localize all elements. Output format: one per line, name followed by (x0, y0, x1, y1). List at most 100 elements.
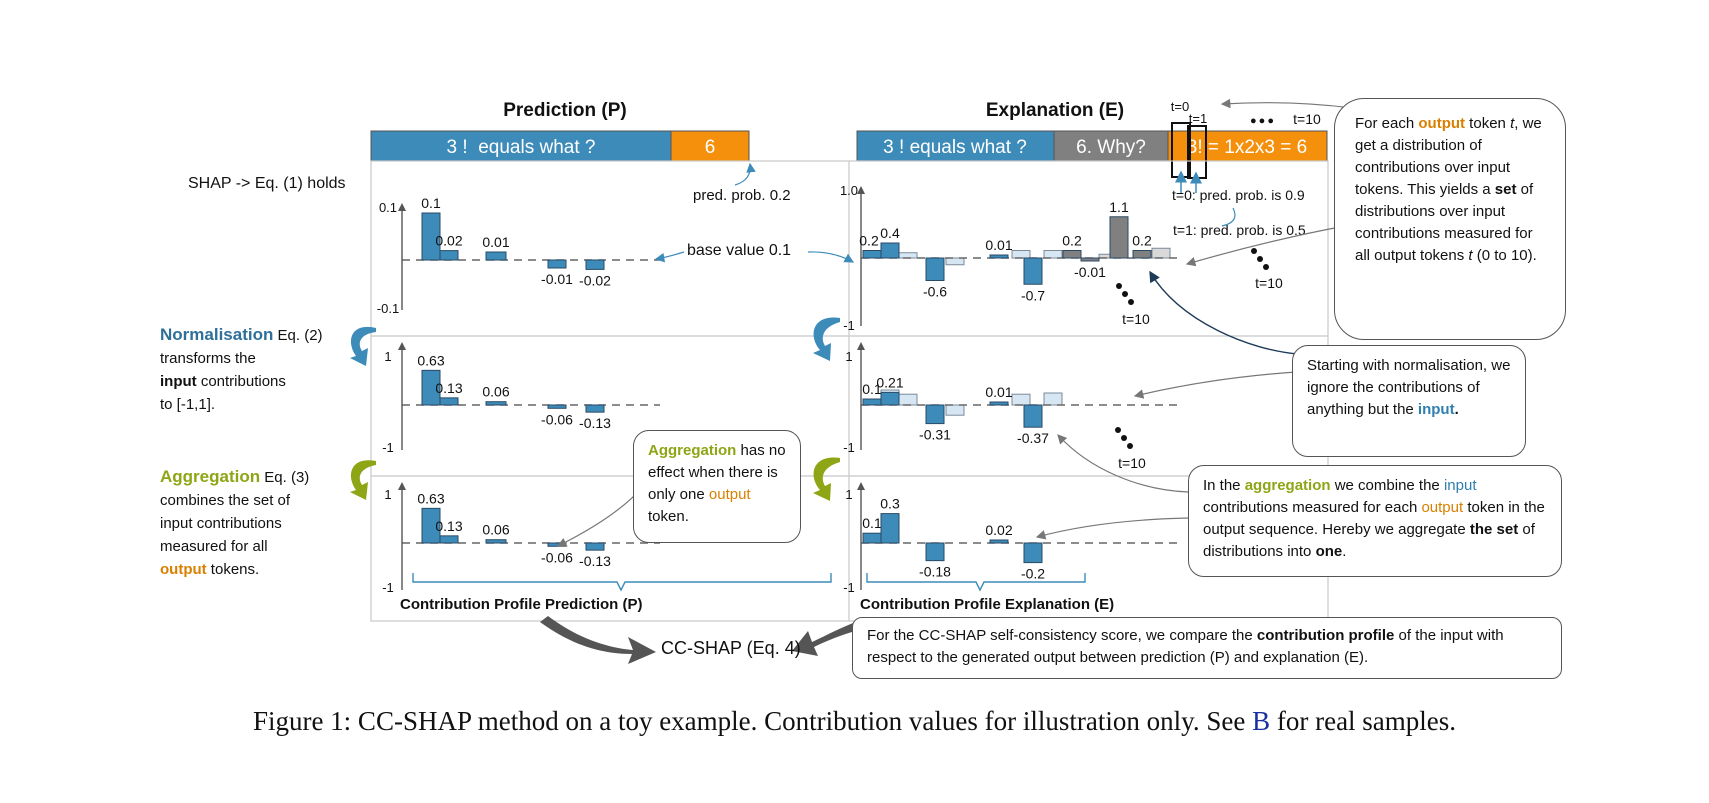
bar-value-label: 0.06 (482, 384, 509, 400)
bar-value-label: -0.13 (579, 415, 611, 431)
normalisation-eq: Eq. (2) (273, 327, 323, 344)
bar (547, 259, 567, 269)
t0-label: t=0 (1171, 99, 1189, 114)
bar (421, 369, 441, 406)
expl-prompt-token-bar (1053, 130, 1169, 162)
y-axis-arrowhead (398, 482, 406, 490)
y-axis-arrowhead (857, 342, 865, 350)
bar (585, 542, 605, 551)
bar (862, 250, 882, 259)
pred-prob-label: pred. prob. 0.2 (693, 187, 791, 204)
bar (1062, 250, 1082, 259)
bar-value-label: 0.02 (435, 233, 462, 249)
normalisation-line1: transforms the (160, 350, 256, 367)
y-axis-arrowhead (398, 342, 406, 350)
bar (421, 507, 441, 544)
aggregation-description: Aggregation Eq. (3) combines the set of … (160, 465, 360, 581)
expl-output-tokens: 3! = 1x2x3 = 6 (1187, 137, 1307, 158)
ellipsis-dots-right (1251, 248, 1269, 270)
bar (1109, 216, 1129, 259)
pointer-top-right-chart (1185, 225, 1346, 267)
ghost-bar (945, 257, 965, 266)
bar (485, 401, 507, 406)
bar-value-label: 0.02 (985, 522, 1012, 538)
aggregation-eq: Eq. (3) (260, 469, 310, 486)
pointer-agg-desc-to-norm (1057, 434, 1189, 493)
appendix-ref-link[interactable]: B (1252, 706, 1271, 736)
t10-label-right: t=10 (1255, 275, 1283, 291)
base-value-arrow-left (654, 251, 685, 263)
y-tick-label-top: 1 (845, 349, 852, 364)
bar (439, 397, 459, 406)
t10-label-e-shap: t=10 (1122, 311, 1150, 327)
callout-aggregation-effect: Aggregation has no effect when there is … (633, 430, 801, 543)
bar-value-label: 0.13 (435, 518, 462, 534)
bar-value-label: 1.1 (1109, 199, 1129, 215)
normalisation-input-word: input (160, 373, 197, 390)
normalisation-step-arrow-left (350, 326, 376, 366)
bar (439, 535, 459, 544)
aggregation-line1: combines the set of (160, 492, 291, 509)
aggregation-line3: measured for all (160, 538, 268, 555)
bar-value-label: -0.02 (579, 272, 611, 288)
bar-value-label: 0.3 (880, 496, 900, 512)
base-value-arrow-right (807, 251, 855, 263)
bar (1023, 257, 1043, 285)
bar (989, 401, 1009, 406)
bar-value-label: -0.6 (923, 284, 947, 300)
cc-shap-label: CC-SHAP (Eq. 4) (661, 638, 801, 658)
t1-prob-label: t=1: pred. prob. is 0.5 (1173, 222, 1306, 238)
pointer-top-right (1220, 98, 1353, 109)
bar-value-label: -0.01 (541, 271, 573, 287)
bar-value-label: 0.63 (417, 352, 444, 368)
bar (421, 212, 441, 261)
bar-value-label: 0.01 (985, 237, 1012, 253)
normalisation-description: Normalisation Eq. (2) transforms the inp… (160, 323, 360, 416)
chart-explanation-aggregated: 1-10.10.3-0.180.02-0.2 (843, 482, 1180, 595)
prediction-title: Prediction (P) (503, 100, 627, 121)
profile-bracket-explanation (866, 573, 1086, 592)
bar-value-label: 0.4 (880, 225, 900, 241)
bar (925, 257, 945, 281)
bar (439, 250, 459, 261)
t10-label: t=10 (1293, 111, 1321, 127)
bar-value-label: 0.2 (1062, 233, 1082, 249)
bar-value-label: -0.31 (919, 427, 951, 443)
aggregation-line4: tokens. (206, 561, 260, 578)
callout-cc-shap-score: For the CC-SHAP self-consistency score, … (852, 617, 1562, 679)
bar (1023, 404, 1043, 428)
t1-label: t=1 (1189, 111, 1207, 126)
figure-caption: Figure 1: CC-SHAP method on a toy exampl… (252, 706, 1457, 736)
y-tick-label-bottom: -1 (382, 440, 394, 455)
t10-label-e-norm: t=10 (1118, 455, 1146, 471)
aggregation-step-arrow-left (350, 460, 376, 500)
shap-eq1-label: SHAP -> Eq. (1) holds (188, 175, 346, 192)
ghost-bar (1043, 392, 1063, 406)
bar (862, 398, 882, 406)
y-tick-label-bottom: -1 (843, 580, 855, 595)
bar-value-label: -0.37 (1017, 430, 1049, 446)
t0-prob-label: t=0: pred. prob. is 0.9 (1172, 187, 1305, 203)
normalisation-title: Normalisation (160, 325, 274, 344)
bar (989, 539, 1009, 544)
bar (925, 542, 945, 562)
bar (547, 404, 567, 409)
bar (989, 254, 1009, 259)
y-tick-label-top: 1 (845, 487, 852, 502)
expl-prompt-tokens: 6. Why? (1076, 137, 1146, 158)
bar-value-label: 0.2 (859, 233, 879, 249)
bar (880, 513, 900, 544)
pred-prob-arrow (734, 162, 756, 186)
ghost-bar (945, 404, 965, 416)
bar-value-label: -0.06 (541, 549, 573, 565)
aggregation-output-word: output (160, 561, 207, 578)
aggregation-title: Aggregation (160, 467, 261, 486)
base-value-label: base value 0.1 (687, 242, 791, 259)
bar (585, 259, 605, 270)
pointer-norm-to-norm (1133, 371, 1297, 399)
bar-value-label: 0.06 (482, 522, 509, 538)
callout-output-distribution: For each output token t, we get a distri… (1334, 98, 1566, 340)
